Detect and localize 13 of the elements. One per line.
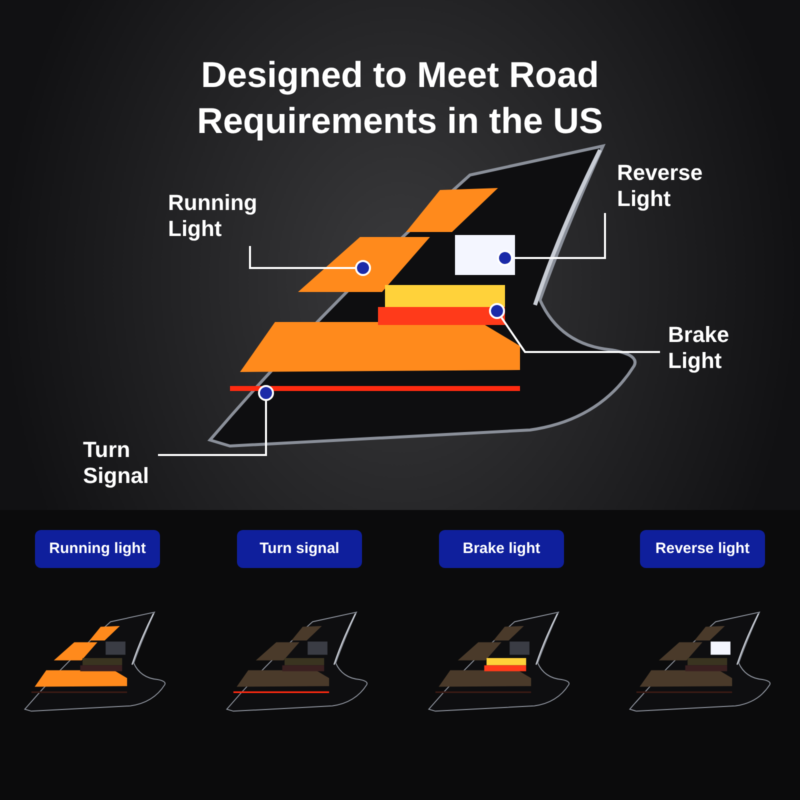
leader-line — [158, 401, 267, 456]
leader-line — [249, 246, 355, 269]
leader-line — [513, 213, 606, 259]
callout-label: Reverse Light — [617, 160, 703, 212]
mode-badge: Running light — [35, 530, 160, 568]
callout-label: Running Light — [168, 190, 258, 242]
mode-badge: Reverse light — [640, 530, 765, 568]
callout-label: Turn Signal — [83, 437, 150, 489]
callout-label: Brake Light — [668, 322, 730, 374]
mode-badge: Brake light — [439, 530, 564, 568]
mode-badge: Turn signal — [237, 530, 362, 568]
leader-line — [500, 317, 660, 353]
title: Designed to Meet Road Requirements in the US — [196, 53, 604, 143]
